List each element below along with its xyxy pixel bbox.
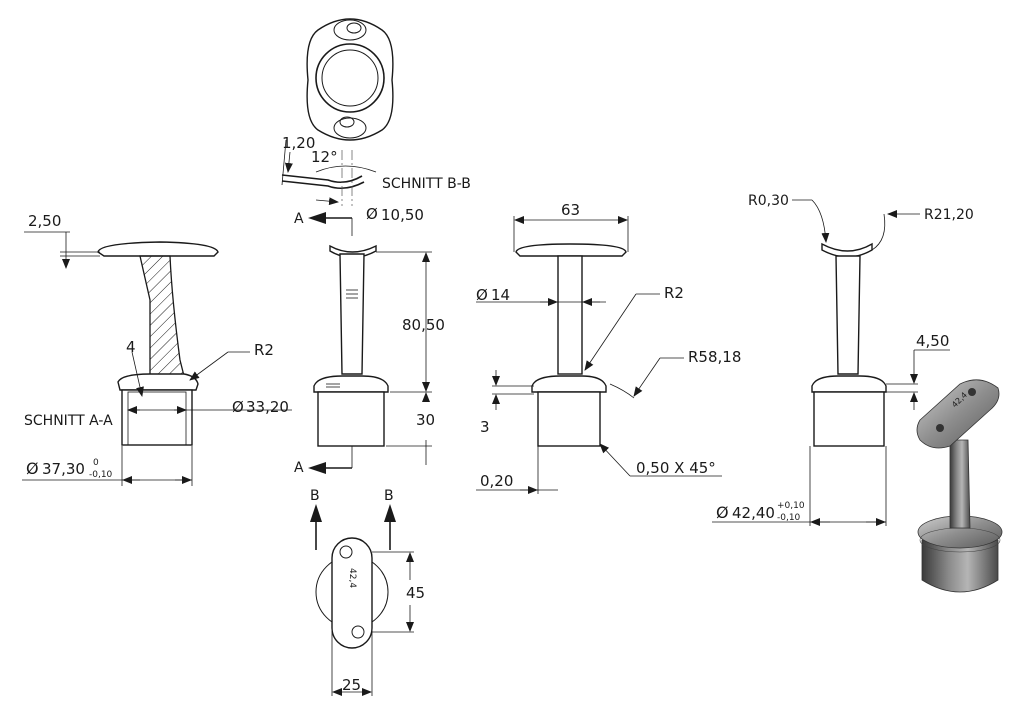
- dim-14-label: 14: [491, 286, 510, 304]
- front-sleeve: [317, 391, 385, 447]
- right-saddle: [821, 242, 873, 258]
- dim-chamfer-label: 0,50 X 45°: [636, 459, 716, 477]
- dim-37-30-tol-upper: 0: [93, 458, 99, 468]
- dim-r0-30-label: R0,30: [748, 193, 789, 209]
- right-sleeve: [813, 391, 885, 447]
- right-view: R0,30 R21,20 4,50 Ø 42,40 +0,10 -0,10: [712, 193, 974, 526]
- top-view-outline: [306, 18, 394, 141]
- render-stem: [949, 439, 971, 529]
- section-b-b-view: 1,20 12° SCHNITT B-B Ø 10,50: [281, 134, 471, 224]
- side-view: 63 Ø 14 R2 R58,18 3 0,20: [476, 201, 741, 494]
- top-view-outer-ring: [315, 43, 385, 113]
- dim-r58-label: R58,18: [688, 348, 741, 366]
- dim-1-20-label: 1,20: [282, 134, 315, 152]
- bottom-view-engraving: 42,4: [347, 568, 357, 588]
- dim-wall-4-label: 4: [126, 338, 136, 356]
- dim-1-20-ext: [281, 139, 287, 186]
- dim-42-tol-lower: -0,10: [777, 513, 801, 523]
- render-hole-2: [936, 424, 944, 432]
- dim-30-label: 30: [416, 411, 435, 429]
- top-view-hole-bottom: [339, 116, 355, 128]
- cut-b-right-letter: B: [384, 488, 394, 504]
- dim-3-label: 3: [480, 418, 490, 436]
- dim-1-20-arrow: [284, 151, 293, 173]
- dim-37-30-label: 37,30: [42, 460, 85, 478]
- front-stem: [339, 253, 365, 375]
- right-stem: [835, 255, 861, 375]
- dim-chamfer-leader: [599, 443, 631, 477]
- render-sleeve: [921, 539, 999, 593]
- dim-r2-mid-leader: [584, 293, 637, 371]
- side-sleeve: [537, 391, 601, 447]
- section-a-saddle-plate: [97, 241, 219, 257]
- section-a-a-view: 2,50 4 R2 Ø 33,20 SCHNITT A-A Ø 37,30 0 …: [22, 212, 292, 486]
- top-view-saddle: [306, 18, 394, 141]
- section-b-profile-top: [281, 174, 363, 184]
- render-saddle: [916, 379, 1000, 449]
- side-collar: [531, 375, 607, 393]
- dim-10-50-label: 10,50: [381, 206, 424, 224]
- cut-a-top-letter: A: [294, 211, 304, 227]
- dim-80-50-label: 80,50: [402, 316, 445, 334]
- dim-r58-arc: [609, 383, 635, 399]
- section-a-sleeve: [121, 389, 193, 446]
- dim-wall-4-leader: [131, 351, 144, 397]
- dim-10-50-symbol: Ø: [366, 205, 378, 223]
- dim-37-30-symbol: Ø: [26, 459, 39, 478]
- dim-12-deg-label: 12°: [311, 148, 338, 166]
- bottom-view-hole-bottom: [351, 625, 365, 639]
- dim-r2-left-leader: [189, 351, 229, 381]
- dim-2-50-label: 2,50: [28, 212, 61, 230]
- dim-45-label: 45: [406, 584, 425, 602]
- right-collar: [811, 375, 887, 393]
- dim-r2-mid-label: R2: [664, 284, 684, 302]
- render-hole-1: [968, 388, 976, 396]
- bottom-view-plate: [331, 537, 373, 649]
- dim-63-label: 63: [561, 201, 580, 219]
- dim-r58-leader: [633, 357, 661, 397]
- dim-14-symbol: Ø: [476, 286, 488, 304]
- top-view-lug-bottom: [333, 117, 367, 139]
- dim-r2-left-label: R2: [254, 341, 274, 359]
- dim-r0-30-leader: [811, 199, 830, 243]
- dim-10-50-arrow: [315, 197, 339, 206]
- cut-a-top-arrowhead: [308, 212, 326, 224]
- side-stem: [557, 255, 583, 375]
- cut-b-left-letter: B: [310, 488, 320, 504]
- cut-a-bottom-arrowhead: [308, 462, 326, 474]
- front-collar: [313, 375, 389, 393]
- side-plate: [515, 243, 627, 257]
- section-a-stem-hatch: [139, 255, 185, 377]
- section-a-label: SCHNITT A-A: [24, 413, 113, 429]
- dim-r21-label: R21,20: [924, 207, 974, 223]
- cut-b-left-arrowhead: [310, 504, 322, 522]
- dim-r21-arc: [871, 213, 886, 251]
- dim-4-50-label: 4,50: [916, 332, 949, 350]
- dim-33-20-label: 33,20: [246, 398, 289, 416]
- dim-25-label: 25: [342, 676, 361, 694]
- bottom-view: B B 42,4 45 25: [310, 488, 425, 696]
- dim-42-symbol: Ø: [716, 503, 729, 522]
- isometric-render: 42,4: [916, 379, 1003, 593]
- front-view: A 80,50 30 A: [294, 211, 445, 476]
- dim-12-deg-arc: [315, 165, 377, 173]
- dim-37-30-tol-lower: -0,10: [89, 470, 113, 480]
- cut-b-right-arrowhead: [384, 504, 396, 522]
- top-view-lug-top: [333, 19, 367, 41]
- top-view-hole-top: [346, 22, 362, 34]
- section-b-label: SCHNITT B-B: [382, 176, 471, 192]
- dim-42-tol-upper: +0,10: [777, 501, 805, 511]
- cut-a-bottom-letter: A: [294, 460, 304, 476]
- dim-42-label: 42,40: [732, 504, 775, 522]
- dim-0-20-label: 0,20: [480, 472, 513, 490]
- bottom-view-hole-top: [339, 545, 353, 559]
- section-b-profile-bot: [281, 180, 365, 190]
- dim-33-20-symbol: Ø: [232, 398, 244, 416]
- top-view-inner-ring: [321, 49, 379, 107]
- section-a-collar: [117, 373, 199, 391]
- section-a-sleeve-inner: [127, 391, 187, 446]
